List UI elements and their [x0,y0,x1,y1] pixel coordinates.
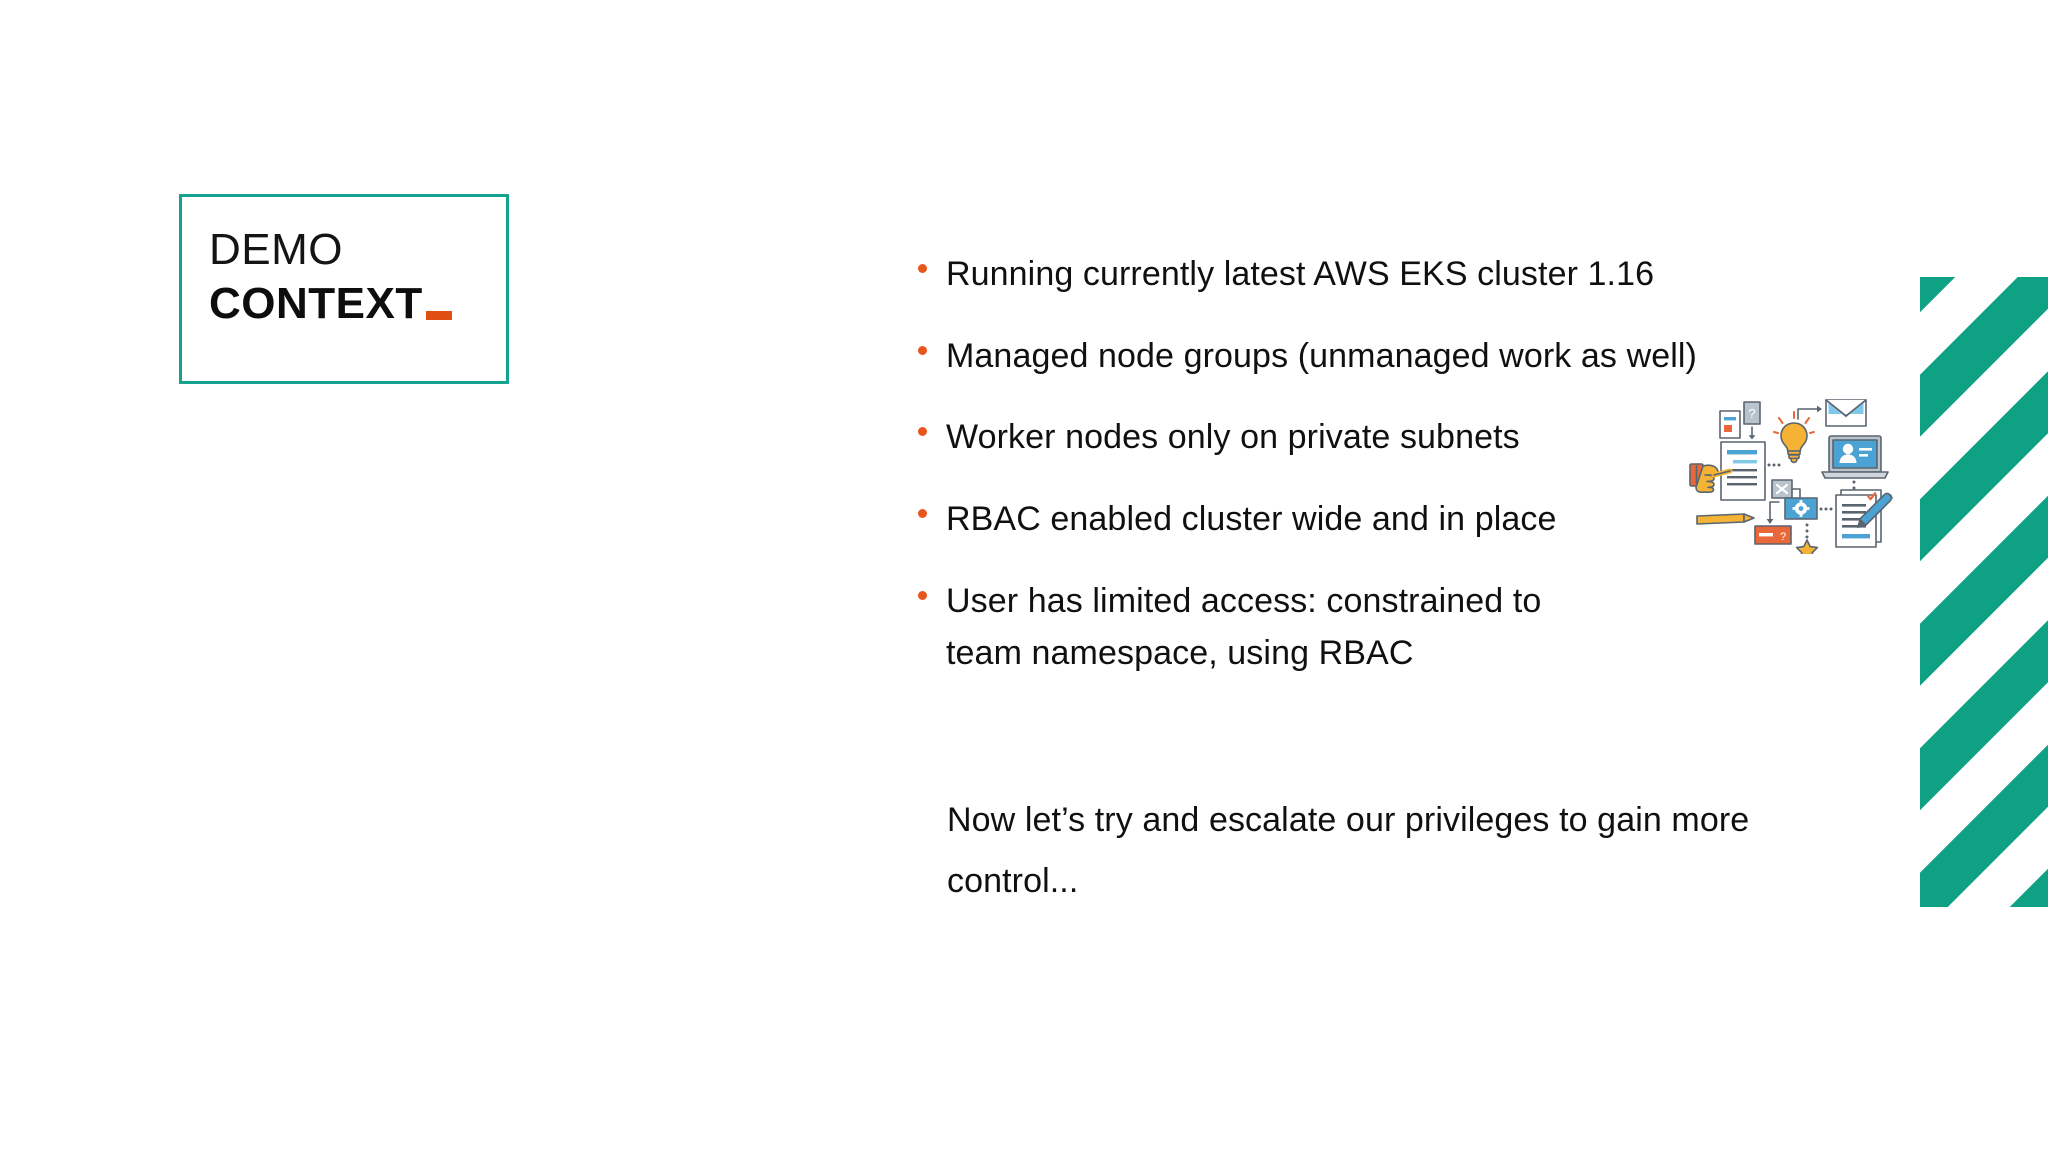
small-document-icon [1719,410,1741,439]
diagonal-stripe-decoration [1920,277,2048,907]
pen-icon [1857,492,1893,528]
business-process-illustration: ? [1686,392,1898,554]
closing-paragraph: Now let’s try and escalate our privilege… [947,801,1750,900]
list-item: User has limited access: constrained to … [918,575,1838,680]
bullet-list: Running currently latest AWS EKS cluster… [918,248,1838,709]
svg-text:?: ? [1780,531,1786,543]
right-arrow-icon [1797,405,1822,420]
lightbulb-icon [1773,411,1815,464]
page-title-line-2: CONTEXT [209,278,423,328]
star-icon [1795,539,1819,554]
list-item-label: Running currently latest AWS EKS cluster… [946,255,1655,293]
bullet-dot-icon [918,264,927,273]
down-arrow-icon [1748,426,1756,440]
pencil-icon [1696,513,1755,525]
dot-connector [1819,507,1833,511]
bullet-dot-icon [918,427,927,437]
list-item: Running currently latest AWS EKS cluster… [918,248,1838,301]
title-box: DEMO CONTEXT [179,194,509,384]
bullet-dot-icon [918,345,927,355]
question-mark-card-icon: ? [1743,401,1761,425]
list-item-label: Worker nodes only on private subnets [946,418,1520,457]
bullet-dot-icon [918,590,927,600]
list-item-label: RBAC enabled cluster wide and in place [946,500,1557,539]
list-item-label: User has limited access: constrained to … [946,581,1542,673]
list-item-label: Managed node groups (unmanaged work as w… [946,336,1697,375]
pointing-hand-icon [1689,463,1733,493]
svg-text:?: ? [1748,406,1755,421]
cursor-underscore-icon [425,310,452,320]
gear-box-icon [1784,497,1818,520]
page-title-line-1: DEMO [209,225,343,274]
stripe-pattern-fill [1920,277,2048,907]
laptop-person-icon [1821,435,1889,479]
list-item: RBAC enabled cluster wide and in place [918,493,1838,546]
dot-connector [1767,463,1781,467]
orange-tag-question-icon: ? [1754,525,1792,545]
title-text-group: DEMO CONTEXT [209,223,496,330]
list-item: Managed node groups (unmanaged work as w… [918,330,1838,383]
list-item: Worker nodes only on private subnets [918,411,1838,464]
down-arrow-icon [1766,501,1780,524]
bullet-dot-icon [918,509,927,519]
x-box-icon [1771,479,1801,500]
dot-connector [1805,523,1809,539]
envelope-icon [1825,399,1867,427]
checklist-documents-icon [1835,489,1882,548]
